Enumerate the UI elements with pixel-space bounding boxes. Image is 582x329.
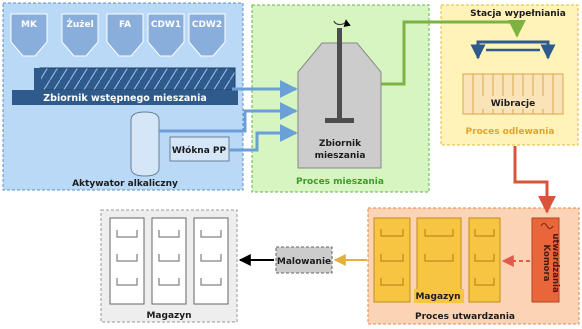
rotation-arrow-icon <box>333 19 351 28</box>
filling-nozzle-manifold <box>470 40 556 60</box>
silo-label-mk: MK <box>21 20 38 30</box>
curing-chamber-label-line1: Komora <box>541 245 551 282</box>
curing-storage-racks: Magazyn <box>373 217 501 303</box>
curing-chamber: Komora utwardzania <box>531 217 560 303</box>
mixer-shaft <box>337 28 342 120</box>
silo-label-fa: FA <box>119 20 131 30</box>
pp-fibers-label: Włókna PP <box>172 145 227 156</box>
casting-process-label: Proces odlewania <box>466 127 555 137</box>
alkali-activator-tank <box>130 111 160 177</box>
heat-coil-icon <box>540 222 554 230</box>
silo-label-slag: Żużel <box>66 19 93 30</box>
premix-conveyor: Zbiornik wstępnego mieszania <box>12 67 238 105</box>
curing-chamber-label-line2: utwardzania <box>550 233 560 293</box>
mixing-input-arrows <box>159 80 298 152</box>
silo-label-cdw2: CDW2 <box>192 20 222 30</box>
painting-station <box>275 246 333 274</box>
pp-fibers-box <box>169 136 230 162</box>
silo-cdw2: CDW2 <box>188 13 226 57</box>
painting-label: Malowanie <box>277 257 331 267</box>
curing-storage-label: Magazyn <box>415 292 460 302</box>
silo-label-cdw1: CDW1 <box>151 20 181 30</box>
mixer-blade <box>325 118 354 123</box>
mixing-tank-label-line1: Zbiornik <box>319 139 362 149</box>
premix-tank-label: Zbiornik wstępnego mieszania <box>43 93 206 104</box>
silo-mk: MK <box>10 13 48 57</box>
silo-group: MK Żużel FA CDW1 CDW2 <box>10 13 226 57</box>
mixing-tank-label-line2: mieszania <box>315 151 366 161</box>
vibration-table: Wibracje <box>462 73 564 115</box>
mixing-process-label: Proces mieszania <box>296 177 384 187</box>
mixing-tank: Zbiornik mieszania <box>297 19 382 169</box>
silo-fa: FA <box>106 13 144 57</box>
silo-slag: Żużel <box>61 13 99 57</box>
arrow-mixing-to-filling <box>381 19 526 86</box>
vibration-label: Wibracje <box>491 99 536 109</box>
arrow-casting-to-curing <box>513 146 556 214</box>
premix-tank-label-band <box>12 90 238 105</box>
alkali-activator-label: Aktywator alkaliczny <box>72 179 178 189</box>
silo-cdw1: CDW1 <box>147 13 185 57</box>
warehouse-racks <box>109 217 229 305</box>
curing-process-label: Proces utwardzania <box>415 312 515 322</box>
filling-station-label: Stacja wypełniania <box>470 9 566 19</box>
warehouse-label: Magazyn <box>146 311 191 321</box>
